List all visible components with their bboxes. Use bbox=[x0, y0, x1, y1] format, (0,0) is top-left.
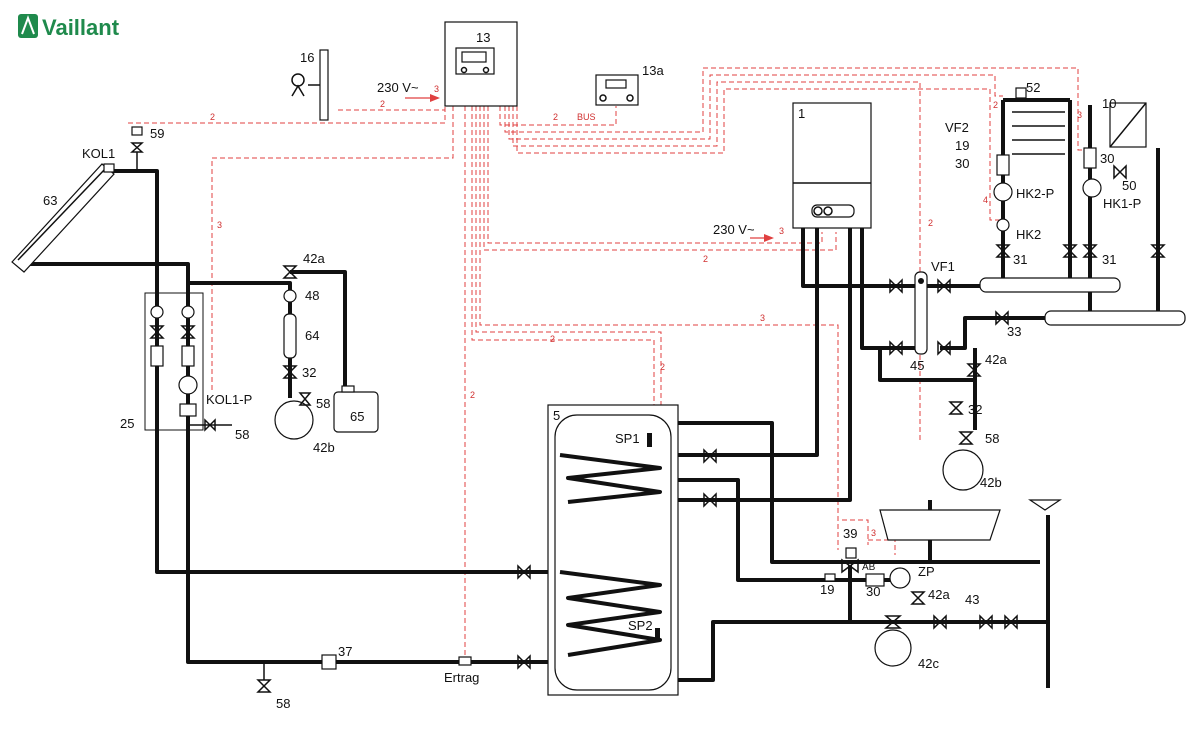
cable-count: 2 bbox=[553, 112, 558, 122]
label-65: 65 bbox=[350, 409, 364, 424]
label-52: 52 bbox=[1026, 80, 1040, 95]
label-42c: 42c bbox=[918, 656, 939, 671]
label-19-hk2: 19 bbox=[955, 138, 969, 153]
label-31-hk1: 31 bbox=[1102, 252, 1116, 267]
label-230v-boiler: 230 V~ bbox=[713, 222, 755, 237]
label-kol1: KOL1 bbox=[82, 146, 115, 161]
heating-circuit-hk2 bbox=[993, 87, 1078, 258]
cable-count: 2 bbox=[210, 112, 215, 122]
cable-count: 2 bbox=[993, 100, 998, 110]
cable-count: 3 bbox=[871, 528, 876, 538]
label-tank: 5 bbox=[553, 408, 560, 423]
label-31-hk2: 31 bbox=[1013, 252, 1027, 267]
remote-control-13a bbox=[595, 74, 639, 106]
container-65 bbox=[333, 385, 379, 433]
cable-count: 2 bbox=[928, 218, 933, 228]
label-43: 43 bbox=[965, 592, 979, 607]
drain-valve-58-bottom bbox=[256, 679, 272, 693]
solar-station-25 bbox=[144, 292, 204, 431]
cable-count: 4 bbox=[983, 195, 988, 205]
cable-count: 2 bbox=[660, 362, 665, 372]
label-64: 64 bbox=[305, 328, 319, 343]
label-zp: ZP bbox=[918, 564, 935, 579]
label-ab: AB bbox=[862, 562, 876, 573]
label-230v-controller: 230 V~ bbox=[377, 80, 419, 95]
cable-count: 3 bbox=[217, 220, 222, 230]
label-boiler: 1 bbox=[798, 106, 805, 121]
label-30-hk1: 30 bbox=[1100, 151, 1114, 166]
heating-circuit-hk1 bbox=[1082, 102, 1166, 258]
label-controller: 13 bbox=[476, 30, 490, 45]
label-59: 59 bbox=[150, 126, 164, 141]
label-30-dhw: 30 bbox=[866, 584, 880, 599]
label-45: 45 bbox=[910, 358, 924, 373]
label-58-right: 58 bbox=[985, 431, 999, 446]
storage-tank-5 bbox=[547, 404, 679, 696]
label-vf1: VF1 bbox=[931, 259, 955, 274]
controller-13 bbox=[444, 21, 518, 107]
flow-meter-37 bbox=[321, 654, 337, 670]
label-10: 10 bbox=[1102, 96, 1116, 111]
label-kol1-p: KOL1-P bbox=[206, 392, 252, 407]
hydraulic-separator-45 bbox=[914, 271, 928, 355]
boiler-1 bbox=[792, 102, 872, 229]
cable-count: 3 bbox=[760, 313, 765, 323]
yield-sensor bbox=[458, 656, 472, 666]
cable-count: 3 bbox=[779, 226, 784, 236]
label-58-bottom: 58 bbox=[276, 696, 290, 711]
distributor-lower bbox=[1044, 310, 1186, 326]
air-vent-59 bbox=[130, 126, 144, 172]
label-30-hk2: 30 bbox=[955, 156, 969, 171]
cable-count: 2 bbox=[470, 390, 475, 400]
cable-count: 2 bbox=[380, 99, 385, 109]
label-ertrag: Ertrag bbox=[444, 670, 479, 685]
label-32-left: 32 bbox=[302, 365, 316, 380]
label-16: 16 bbox=[300, 50, 314, 65]
label-63: 63 bbox=[43, 193, 57, 208]
labels: 1 5 10 13 13a 16 19 19 25 30 30 30 31 31… bbox=[43, 30, 1141, 711]
label-42a-left: 42a bbox=[303, 251, 325, 266]
brand-name: Vaillant bbox=[42, 15, 120, 40]
label-50: 50 bbox=[1122, 178, 1136, 193]
label-33: 33 bbox=[1007, 324, 1021, 339]
signal-wiring bbox=[128, 67, 1090, 660]
label-hk2: HK2 bbox=[1016, 227, 1041, 242]
label-48: 48 bbox=[305, 288, 319, 303]
outdoor-sensor-16 bbox=[291, 49, 329, 121]
label-58-station: 58 bbox=[235, 427, 249, 442]
cable-count: 3 bbox=[434, 84, 439, 94]
cable-count: 2 bbox=[550, 334, 555, 344]
label-39: 39 bbox=[843, 526, 857, 541]
label-25: 25 bbox=[120, 416, 134, 431]
label-42b-left: 42b bbox=[313, 440, 335, 455]
label-42a-right: 42a bbox=[985, 352, 1007, 367]
cable-count: 3 bbox=[1077, 110, 1082, 120]
brand-logo: Vaillant bbox=[18, 14, 120, 40]
label-58-left: 58 bbox=[316, 396, 330, 411]
cable-count: 2 bbox=[703, 254, 708, 264]
label-hk2-p: HK2-P bbox=[1016, 186, 1054, 201]
label-vf2: VF2 bbox=[945, 120, 969, 135]
label-19-dhw: 19 bbox=[820, 582, 834, 597]
drain-valve-58 bbox=[204, 418, 216, 432]
distributor-upper bbox=[979, 277, 1121, 293]
label-sp1: SP1 bbox=[615, 431, 640, 446]
label-bus: BUS bbox=[577, 112, 596, 122]
label-hk1-p: HK1-P bbox=[1103, 196, 1141, 211]
label-remote: 13a bbox=[642, 63, 664, 78]
label-42a-dhw: 42a bbox=[928, 587, 950, 602]
label-37: 37 bbox=[338, 644, 352, 659]
label-42b-right: 42b bbox=[980, 475, 1002, 490]
dhw-circuit bbox=[824, 499, 1062, 667]
label-sp2: SP2 bbox=[628, 618, 653, 633]
expansion-vessel-42b-right bbox=[942, 449, 984, 491]
expansion-group-left bbox=[274, 265, 314, 440]
label-32-right: 32 bbox=[968, 402, 982, 417]
solar-collector-63 bbox=[11, 163, 115, 273]
